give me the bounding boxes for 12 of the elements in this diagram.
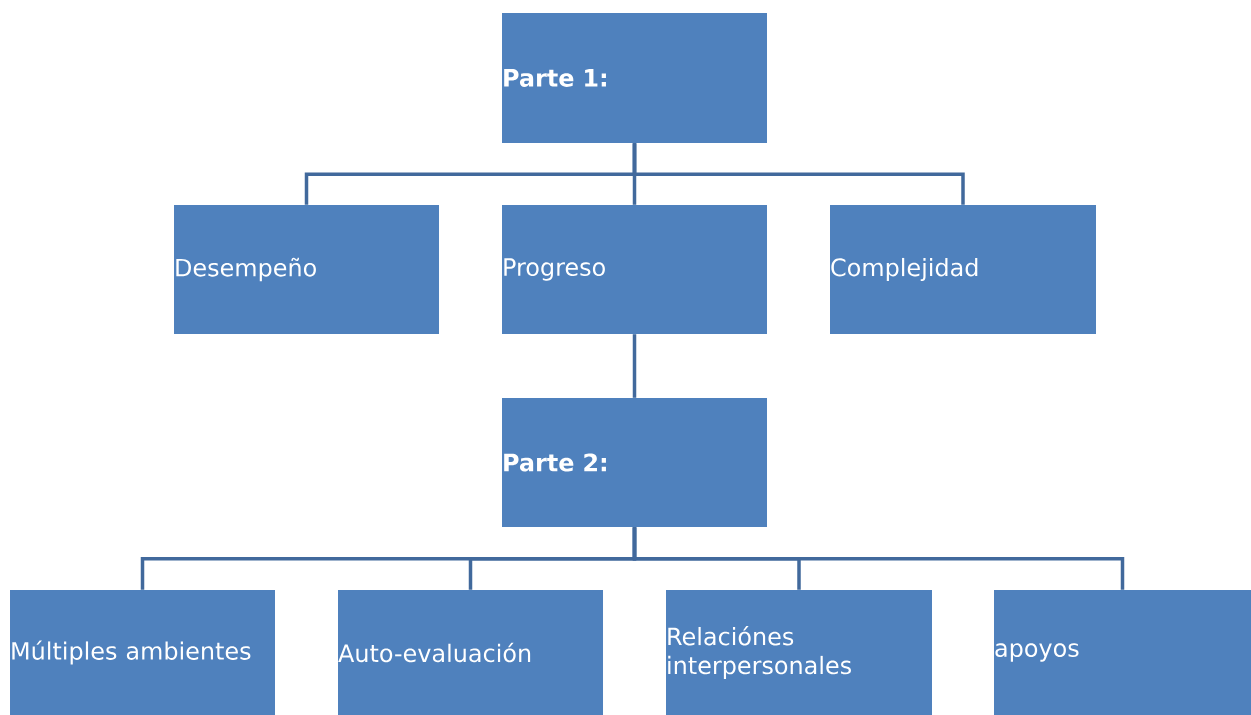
process-box: Relaciónes interpersonales (666, 590, 932, 715)
process-box: Múltiples ambientes (10, 590, 275, 715)
process-box: Auto-evaluación (338, 590, 603, 715)
process-box: Complejidad (830, 205, 1096, 334)
process-box: Parte 2: (502, 398, 767, 527)
process-box: apoyos (994, 590, 1251, 715)
process-box: Progreso (502, 205, 767, 334)
process-box: Parte 1: (502, 13, 767, 143)
connector-line (632, 334, 637, 398)
connector-line (632, 527, 1125, 590)
process-box: Desempeño (174, 205, 439, 334)
connector-line (632, 143, 965, 205)
